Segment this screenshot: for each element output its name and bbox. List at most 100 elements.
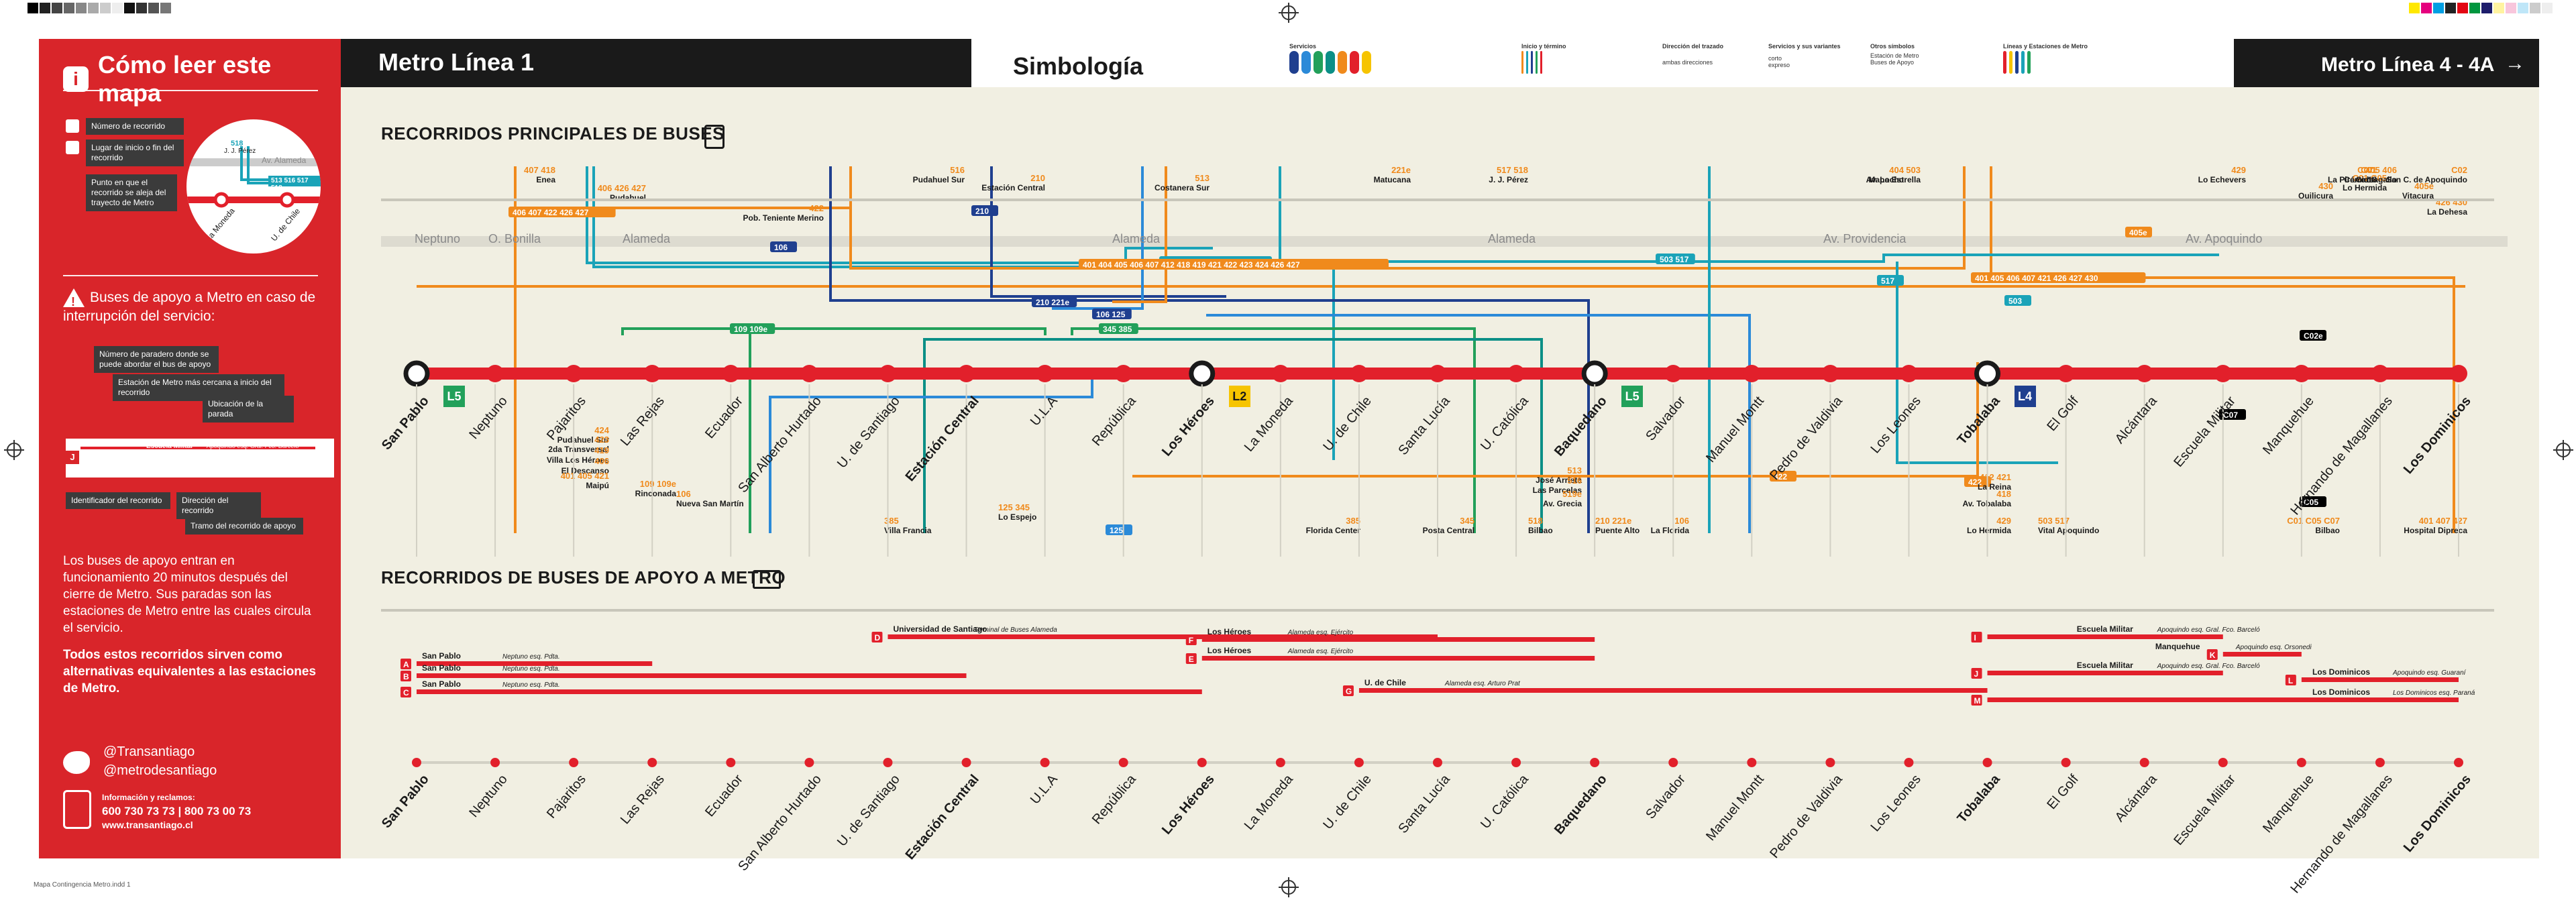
terminal-routes: 516 — [1567, 475, 1582, 486]
registration-mark — [1279, 877, 1299, 897]
terminal-routes: 125 345 — [998, 502, 1030, 512]
street-name: O. Bonilla — [488, 232, 541, 245]
terminal-routes: 385 — [1346, 516, 1360, 526]
route-tag — [770, 241, 797, 252]
main-routes-title: RECORRIDOS PRINCIPALES DE BUSES — [381, 123, 724, 144]
station-marker — [486, 365, 504, 382]
station-marker — [879, 365, 897, 382]
legend-label-stop-location: Ubicación de la parada — [203, 396, 294, 423]
route-tag-text: 422 — [1968, 478, 1982, 487]
support-from-stop: Apoquindo esq. Gral. Fco. Barceló — [2157, 663, 2260, 670]
route-tag-text: 210 — [975, 207, 989, 216]
terminal-name: Quilicura — [2298, 191, 2333, 201]
route-tag — [2300, 496, 2326, 507]
street-band — [381, 236, 2508, 247]
paragraph-1: Los buses de apoyo entran en funcionamie… — [63, 554, 311, 635]
support-from-station: Escuela Militar — [2077, 624, 2133, 634]
sample-station-2-stop: Providencia esq. Luis Thayer Ojeda — [166, 457, 262, 464]
zoom-diagram-svg — [186, 146, 321, 208]
station-marker-lower — [1982, 758, 1992, 767]
route-tag — [1877, 275, 1904, 286]
terminal-routes: 516 — [950, 165, 965, 175]
route-tag — [1099, 323, 1138, 334]
terminal-name: La Dehesa — [2427, 207, 2467, 217]
metro-line-badge: L4 — [2014, 386, 2036, 407]
support-route-bar — [1987, 634, 2223, 639]
station-marker-lower — [1197, 758, 1207, 767]
bus-route-line — [1071, 327, 1476, 533]
station-marker-lower — [2296, 758, 2306, 767]
bus-route-line — [1990, 166, 2455, 533]
support-route-id: D — [874, 633, 880, 642]
terminal-routes: 422 — [809, 203, 824, 213]
route-tag — [508, 207, 616, 217]
station-marker-lower — [2139, 758, 2149, 767]
station-marker-lower — [1354, 758, 1364, 767]
legend-title: Simbología — [1013, 52, 1144, 80]
terminal-name: Maipú — [586, 481, 609, 490]
support-from-stop: Neptuno esq. Pdta. — [502, 681, 560, 689]
terminal-routes: 404 — [1889, 165, 1904, 175]
legend-label-start-end: Lugar de inicio o fin del recorrido — [86, 139, 184, 166]
station-marker-lower — [2375, 758, 2385, 767]
bus-side-icon — [753, 570, 781, 589]
support-route-id-box — [1971, 632, 1982, 642]
route-tag — [1971, 272, 2146, 283]
line-title-bar: Metro Línea 1 — [341, 39, 971, 87]
support-from-stop: Alameda esq. Arturo Prat — [1444, 680, 1521, 687]
station-marker-lower — [1275, 758, 1285, 767]
station-marker-lower — [412, 758, 421, 767]
sample-route-id: J — [66, 451, 79, 464]
route-tag-text: 106 — [774, 243, 788, 252]
terminal-name: Mapocho — [1868, 175, 1904, 184]
route-tag-text: 406 407 422 426 427 — [513, 208, 589, 217]
diagram-stop-name: J. J. Pérez — [224, 148, 256, 155]
terminal-routes: 109 109e — [640, 479, 676, 489]
route-tag-text: 210 221e — [1036, 298, 1069, 307]
station-marker — [1507, 365, 1525, 382]
print-gray-scale — [27, 0, 172, 16]
terminal-name: Lo Hermida — [1967, 526, 2011, 535]
support-from-station: San Pablo — [422, 679, 461, 689]
station-marker — [1429, 365, 1446, 382]
transfer-station-marker — [1189, 360, 1216, 387]
terminal-routes: 430 — [2318, 181, 2333, 191]
route-tag-text: 125 — [1110, 526, 1123, 535]
station-marker-lower — [961, 758, 971, 767]
terminal-routes: 419 — [594, 445, 609, 455]
support-from-station: U. de Chile — [1364, 678, 1406, 687]
station-marker — [2450, 365, 2467, 382]
terminal-name: La Florida — [1651, 526, 1690, 535]
support-route-id: F — [1189, 636, 1193, 645]
bus-route-line — [829, 166, 1590, 533]
station-marker — [800, 365, 818, 382]
diagram-route-number: 518 — [231, 139, 244, 148]
support-from-stop: Apoquindo esq. Gral. Fco. Barceló — [2157, 626, 2260, 634]
twitter-handle-2[interactable]: @metrodesantiago — [103, 763, 217, 778]
legend-metro-lines: Líneas y Estaciones de Metro — [2003, 43, 2088, 75]
legend-label-stop-number: Número de paradero donde se puede aborda… — [94, 346, 219, 373]
bus-front-icon — [63, 790, 91, 829]
bus-route-line — [1112, 166, 1167, 303]
route-tag — [1092, 308, 1132, 319]
support-route-bar — [1201, 656, 1595, 661]
route-tag — [2125, 227, 2152, 237]
zoom-diagram: 518 J. J. Pérez Av. Alameda 513 516 517 … — [186, 119, 321, 254]
terminal-name: Puente Alto — [1595, 526, 1640, 535]
route-tag-text: 405e — [2129, 228, 2147, 237]
twitter-handle-1[interactable]: @Transantiago — [103, 744, 195, 759]
street-name: Av. Apoquindo — [2186, 232, 2263, 245]
terminal-routes: 423 — [594, 435, 609, 445]
terminal-routes: C01 — [2361, 165, 2377, 175]
station-marker-lower — [490, 758, 500, 767]
info-website[interactable]: www.transantiago.cl — [102, 820, 193, 830]
terminal-routes: 412 421 — [1980, 472, 2011, 482]
terminal-routes: 221e — [1391, 165, 1411, 175]
sample-station-2: Tobalaba — [106, 457, 136, 465]
sample-station-1-stop: Apoquindo esq. Gral. Fco. Barceló — [207, 443, 299, 449]
terminal-name: Matucana — [1374, 175, 1411, 184]
station-marker — [2371, 365, 2389, 382]
station-marker-lower — [1590, 758, 1600, 767]
terminal-routes: 345 — [1460, 516, 1474, 526]
next-line-button[interactable]: Metro Línea 4 - 4A → — [2234, 39, 2539, 87]
